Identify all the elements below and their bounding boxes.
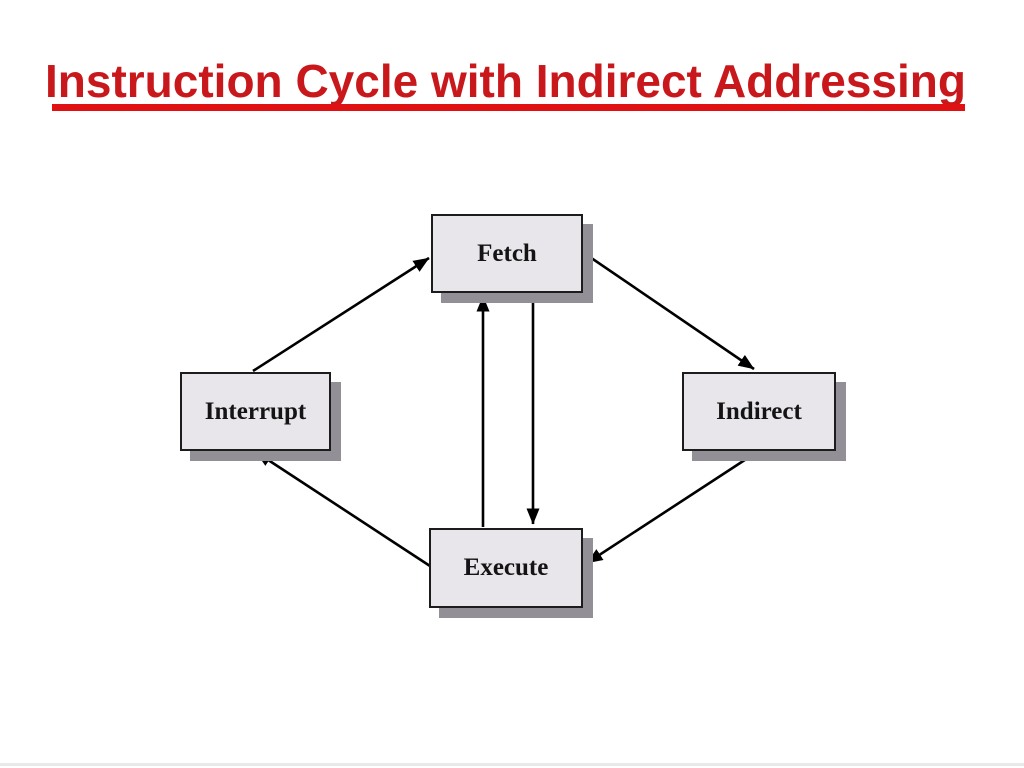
node-indirect-label: Indirect [716,397,802,425]
node-interrupt-label: Interrupt [204,397,307,425]
edge-fetch-to-indirect [583,251,755,371]
node-indirect: Indirect [682,372,836,451]
edge-interrupt-to-fetch [252,256,430,373]
node-fetch: Fetch [431,214,583,293]
node-execute: Execute [429,528,583,608]
node-execute-label: Execute [463,554,549,581]
edge-execute-to-interrupt [255,450,431,568]
edge-indirect-to-execute [586,450,758,565]
node-interrupt: Interrupt [180,372,331,451]
title-underline [52,104,965,111]
node-fetch-label: Fetch [477,239,537,267]
slide-title: Instruction Cycle with Indirect Addressi… [45,55,966,107]
bottom-edge-line [0,763,1024,766]
